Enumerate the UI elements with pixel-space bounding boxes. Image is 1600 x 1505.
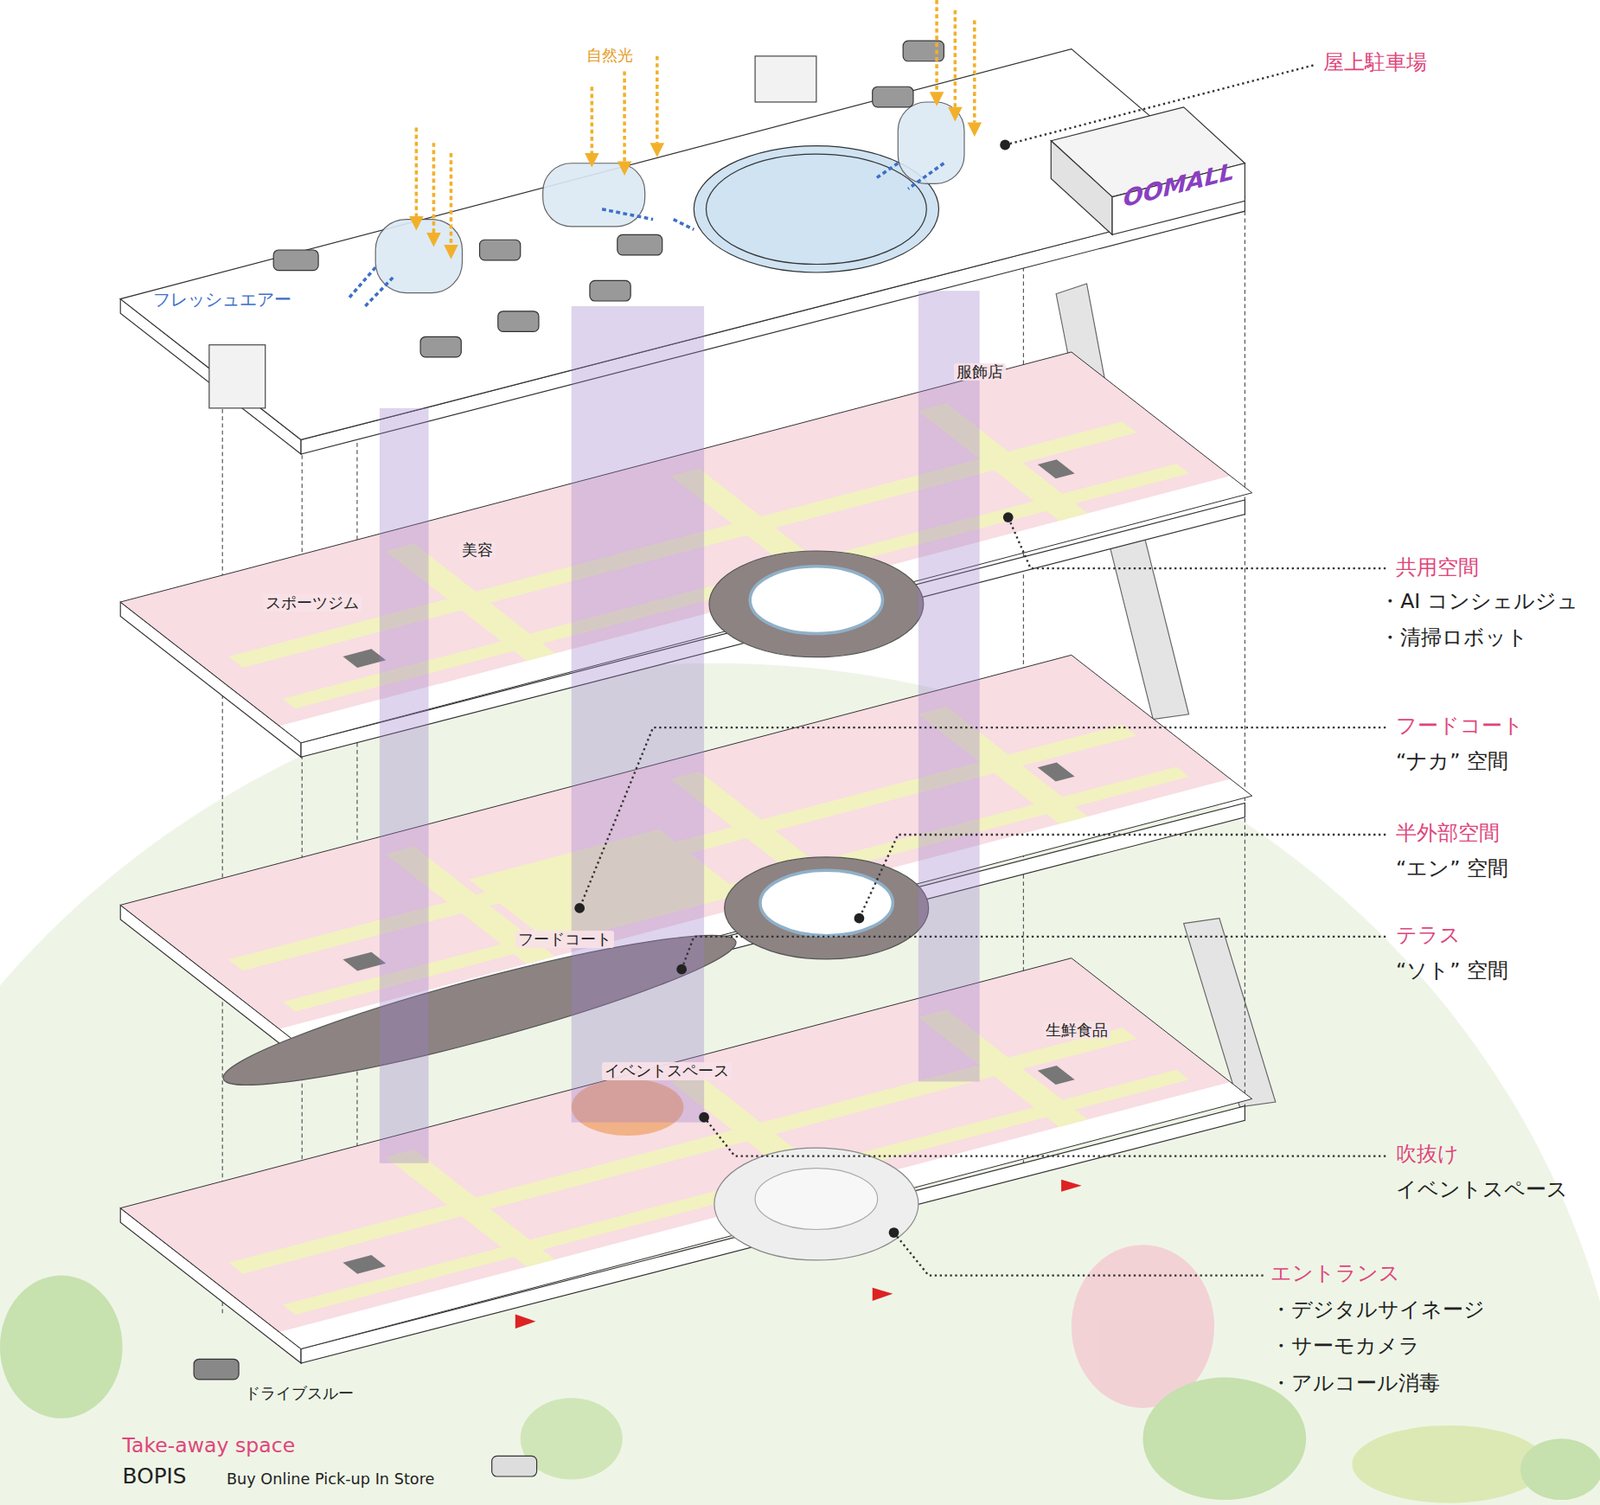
light-arrows [416, 0, 974, 245]
callout-title: テラス [1395, 923, 1461, 948]
note-text: BOPIS [122, 1464, 187, 1489]
area-label: ドライブスルー [244, 1384, 354, 1402]
shop-label: スポーツジム [262, 594, 362, 612]
callout-title: 半外部空間 [1395, 821, 1500, 845]
shop-label: 美容 [459, 541, 496, 559]
callout-item: ・デジタルサイネージ [1270, 1298, 1485, 1322]
note-title: Take-away space [122, 1433, 296, 1458]
callout-title: フードコート [1395, 714, 1524, 738]
callout-item: ・AI コンシェルジュ [1379, 589, 1579, 614]
leader-dots [574, 140, 1013, 1238]
callout-item: ・アルコール消毒 [1270, 1371, 1440, 1396]
area-label: 生鮮食品 [1043, 1021, 1111, 1039]
light-label: 自然光 [586, 46, 634, 64]
callout-item: ・サーモカメラ [1270, 1334, 1421, 1358]
callout-title: 共用空間 [1395, 556, 1479, 580]
callout-title: エントランス [1270, 1261, 1401, 1286]
sign-text: OOMALL [1123, 158, 1235, 212]
shop-label: 服飾店 [953, 363, 1006, 381]
area-label: イベントスペース [601, 1062, 732, 1080]
sign-box: OOMALL [1123, 158, 1235, 212]
air-arrows [349, 163, 945, 307]
callout-title: 屋上駐車場 [1323, 51, 1428, 75]
callout-item: “ナカ” 空間 [1395, 749, 1509, 774]
area-label: フードコート [515, 930, 615, 948]
callout-item: “ソト” 空間 [1395, 959, 1509, 983]
leader-lines [579, 64, 1386, 1275]
callout-item: “エン” 空間 [1395, 857, 1509, 881]
note-text: Buy Online Pick-up In Store [226, 1470, 436, 1488]
callout-title: 吹抜け [1395, 1142, 1460, 1166]
air-label: フレッシュエアー [153, 289, 292, 310]
callout-item: イベントスペース [1395, 1177, 1568, 1202]
callout-item: ・清掃ロボット [1379, 626, 1529, 650]
light-arrowheads [409, 91, 982, 259]
